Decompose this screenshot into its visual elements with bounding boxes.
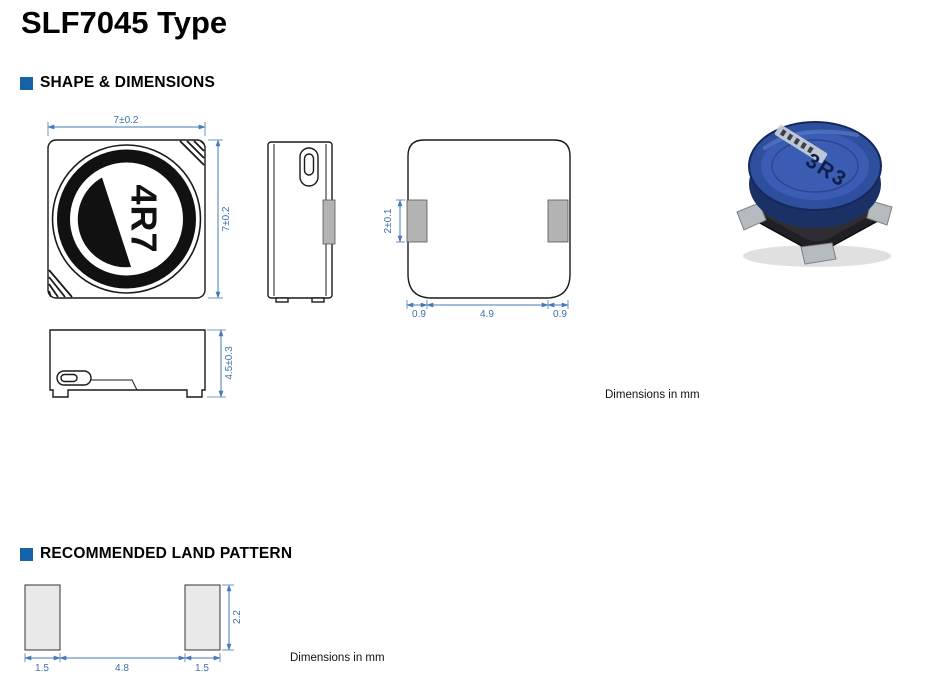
dim-top-width-label: 7±0.2 bbox=[114, 115, 139, 126]
dimensions-note-shape: Dimensions in mm bbox=[605, 389, 700, 401]
dim-pad-height-label: 2.2 bbox=[232, 610, 243, 624]
terminal-hatch-top-right bbox=[179, 140, 205, 166]
page-title: SLF7045 Type bbox=[21, 5, 228, 40]
top-view: 4R7 7±0.2 7±0.2 bbox=[47, 115, 232, 299]
dim-pad-height: 2.2 bbox=[222, 584, 243, 651]
front-right-terminal-pad bbox=[547, 199, 569, 243]
dim-front-bottom: 0.9 4.9 0.9 bbox=[406, 300, 569, 320]
photo-label-strip bbox=[774, 124, 828, 164]
dim-left-terminal-label: 0.9 bbox=[412, 309, 426, 320]
component-photo: 3R3 bbox=[736, 121, 893, 267]
dim-left-pad-width-label: 1.5 bbox=[35, 663, 49, 674]
dim-body-height-label: 4.5±0.3 bbox=[224, 346, 235, 380]
section-bullet-icon bbox=[20, 547, 33, 561]
land-section-title: RECOMMENDED LAND PATTERN bbox=[40, 545, 293, 562]
dimensions-note-land: Dimensions in mm bbox=[290, 652, 385, 664]
land-pad-left bbox=[24, 584, 61, 651]
dim-gap-label: 4.8 bbox=[115, 663, 129, 674]
dim-land-bottom: 1.5 4.8 1.5 bbox=[24, 653, 221, 674]
dim-terminal-height-label: 2±0.1 bbox=[383, 208, 394, 233]
dim-center-label: 4.9 bbox=[480, 309, 494, 320]
shape-section-title: SHAPE & DIMENSIONS bbox=[40, 74, 215, 91]
dim-top-width: 7±0.2 bbox=[47, 115, 206, 136]
dim-right-terminal-label: 0.9 bbox=[553, 309, 567, 320]
core-ring bbox=[57, 149, 196, 289]
dim-right-pad-width-label: 1.5 bbox=[195, 663, 209, 674]
dim-terminal-height: 2±0.1 bbox=[383, 199, 405, 243]
land-pad-right bbox=[184, 584, 221, 651]
polarity-halfmoon bbox=[77, 177, 132, 268]
dim-body-height: 4.5±0.3 bbox=[207, 329, 235, 398]
tape-sheen bbox=[763, 129, 859, 150]
front-left-terminal-pad bbox=[406, 199, 428, 243]
shape-dimensions-drawing: 4R7 7±0.2 7±0.2 bbox=[47, 115, 571, 398]
dim-top-height: 7±0.2 bbox=[208, 139, 232, 299]
top-view-marking: 4R7 bbox=[124, 184, 165, 253]
terminal-right bbox=[866, 200, 893, 226]
core-outer-circle bbox=[51, 144, 202, 294]
shape-section-heading: SHAPE & DIMENSIONS bbox=[20, 74, 215, 92]
dim-top-height-label: 7±0.2 bbox=[221, 206, 232, 231]
land-section-heading: RECOMMENDED LAND PATTERN bbox=[20, 545, 292, 563]
front-view: 2±0.1 0.9 4.9 0.9 bbox=[383, 139, 571, 320]
terminal-front bbox=[800, 242, 837, 265]
terminal-left bbox=[736, 202, 767, 231]
side-terminal-pad bbox=[322, 199, 336, 245]
side-view bbox=[267, 141, 336, 303]
bottom-view: 4.5±0.3 bbox=[49, 329, 235, 398]
terminal-hatch-bottom-left bbox=[48, 269, 73, 298]
section-bullet-icon bbox=[20, 76, 33, 90]
land-pattern-drawing: 2.2 1.5 4.8 1.5 bbox=[24, 584, 243, 674]
